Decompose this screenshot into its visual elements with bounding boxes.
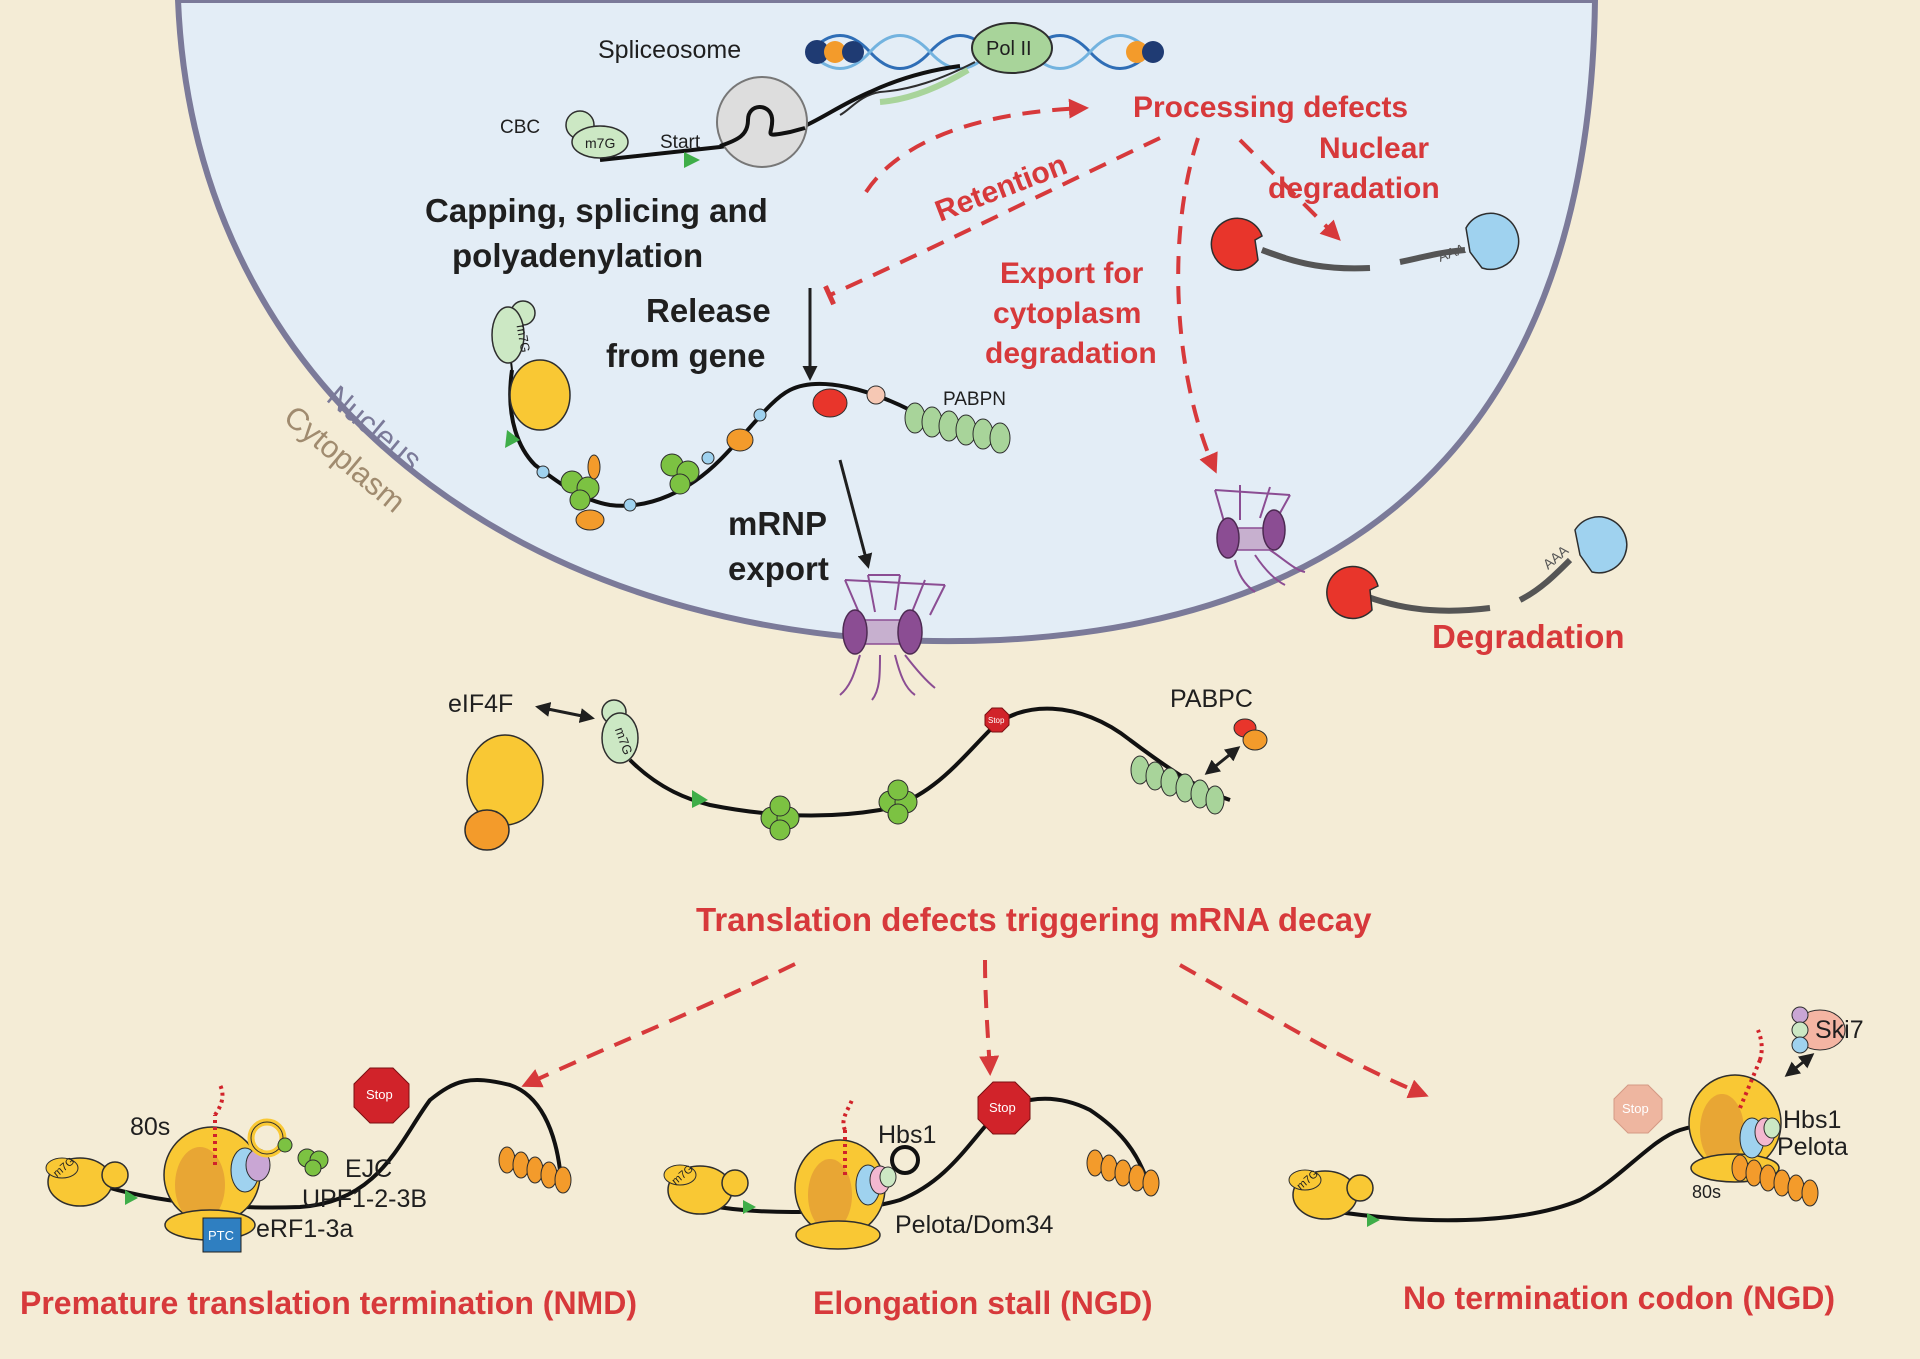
nostop-arrow [1179, 963, 1429, 1099]
nmd-ptc-label: PTC [208, 1228, 234, 1243]
cyto-stop-sign [984, 707, 1010, 733]
cyto-ejc-green [760, 779, 918, 841]
nuclear-red-protein [812, 388, 848, 418]
stall-arrow [979, 959, 1000, 1076]
nuclear-pore-complex [839, 574, 946, 701]
nmd-erf-label: eRF1-3a [256, 1215, 353, 1243]
stall-pabpc [1086, 1149, 1160, 1197]
eif4f-label: eIF4F [448, 690, 513, 718]
nmd-panel: m7G PTC Stop 80s EJC UPF1-2-3B eRF1 [20, 1067, 637, 1321]
pabpc-exchange-arrow [1204, 746, 1241, 775]
nuclear-exosome [1465, 212, 1520, 271]
cytoplasmic-degraded-mrna [1366, 557, 1573, 614]
nostop-hbs1-label: Hbs1 [1783, 1106, 1841, 1134]
nuclear-pore-complex-right [1214, 485, 1306, 593]
stall-stop-sign [977, 1081, 1031, 1135]
pabpc-label: PABPC [1170, 685, 1253, 713]
nostop-stop-label: Stop [1622, 1101, 1649, 1116]
cytoplasmic-aaa-label: AAA [1540, 542, 1572, 573]
nostop-pabpc [1731, 1154, 1819, 1207]
retention-arrow [823, 136, 1161, 306]
nuclear-yellow-protein [509, 359, 571, 431]
export-line2: export [728, 550, 829, 587]
degradation-label: Degradation [1432, 618, 1625, 655]
nmd-title: Premature translation termination (NMD) [20, 1285, 637, 1321]
pol2-ctd [839, 61, 976, 116]
cytoplasmic-exosome [1574, 516, 1628, 574]
nmd-ptc-marker [202, 1217, 242, 1253]
nmd-ejc-green [297, 1148, 329, 1177]
processing-title-line2: polyadenylation [452, 237, 703, 274]
export-arrow [838, 459, 873, 569]
nmd-pabpc [498, 1146, 572, 1194]
nostop-pelota-label: Pelota [1777, 1133, 1848, 1161]
nostop-80s-label: 80s [1692, 1182, 1721, 1202]
release-line2: from gene [606, 337, 766, 374]
m7g-cap [571, 125, 629, 159]
export-line1: mRNP [728, 505, 827, 542]
nmd-ejc-label: EJC [345, 1155, 392, 1183]
spliceosome [716, 76, 808, 168]
export-degradation-line3: degradation [985, 337, 1157, 370]
pabpn-proteins [904, 402, 1011, 454]
dna-helix [805, 34, 1164, 70]
stall-title: Elongation stall (NGD) [813, 1285, 1153, 1321]
nuclear-xrn-exonuclease [1210, 217, 1263, 271]
nostop-title: No termination codon (NGD) [1403, 1280, 1835, 1316]
processing-defect-arrow [864, 98, 1089, 194]
nostop-ski7-label: Ski7 [1815, 1016, 1864, 1044]
cyto-stop-label: Stop [988, 716, 1005, 725]
processing-defects-label: Processing defects [1133, 91, 1408, 124]
cyto-start-codon [692, 790, 708, 808]
export-degradation-line1: Export for [1000, 257, 1144, 290]
nuclear-degradation-line1: Nuclear [1319, 132, 1429, 165]
ski7-exchange-arrow [1784, 1053, 1815, 1077]
start-codon-marker [684, 152, 700, 168]
release-line1: Release [646, 292, 771, 329]
export-degradation-arrow [1176, 137, 1218, 474]
nostop-faded-stop [1613, 1084, 1663, 1134]
nmd-upf-label: UPF1-2-3B [302, 1185, 427, 1213]
nostop-panel: m7G Stop Ski7 Hbs1 Pelota 80s N [1288, 1006, 1864, 1316]
nuclear-ejc-green [560, 453, 700, 511]
translation-defects-heading: Translation defects triggering mRNA deca… [696, 901, 1372, 938]
stall-pelota-label: Pelota/Dom34 [895, 1211, 1054, 1239]
nmd-arrow [521, 962, 796, 1088]
pabpc-proteins [1130, 755, 1225, 815]
stall-stop-label: Stop [989, 1100, 1016, 1115]
nuclear-degradation-line2: degradation [1268, 172, 1440, 205]
pabpc-orange-protein [1242, 729, 1268, 751]
start-label: Start [660, 132, 701, 153]
cyto-m7g-cap [601, 712, 639, 764]
pabpn-label: PABPN [943, 389, 1006, 410]
m7g-label: m7G [585, 135, 615, 151]
spliceosome-label: Spliceosome [598, 36, 741, 64]
pol2-enzyme [971, 22, 1053, 74]
export-degradation-line2: cytoplasm [993, 297, 1141, 330]
nuclear-m7g-label: m7G [514, 323, 534, 353]
nuclear-m7g-cap [491, 306, 525, 364]
processing-title-line1: Capping, splicing and [425, 192, 768, 229]
pol2-label: Pol II [986, 38, 1032, 60]
eif4f-exchange-arrow [535, 702, 595, 723]
cytoplasmic-xrn-exonuclease [1326, 565, 1379, 620]
nuclear-degraded-mrna [1260, 247, 1466, 272]
stall-hbs1-label: Hbs1 [878, 1121, 936, 1149]
cbc-label: CBC [500, 117, 540, 138]
nuclear-degradation-arrow [1238, 138, 1341, 241]
nmd-stop-sign [353, 1067, 410, 1124]
eif4f-small [464, 809, 510, 851]
nmd-80s-label: 80s [130, 1113, 170, 1141]
ski7-protein [1791, 1006, 1846, 1054]
nmd-stop-label: Stop [366, 1087, 393, 1102]
nucleus-envelope [174, 0, 1599, 645]
stall-panel: m7G Stop Hbs1 Pelota/Dom34 Elongation st… [663, 1081, 1160, 1321]
